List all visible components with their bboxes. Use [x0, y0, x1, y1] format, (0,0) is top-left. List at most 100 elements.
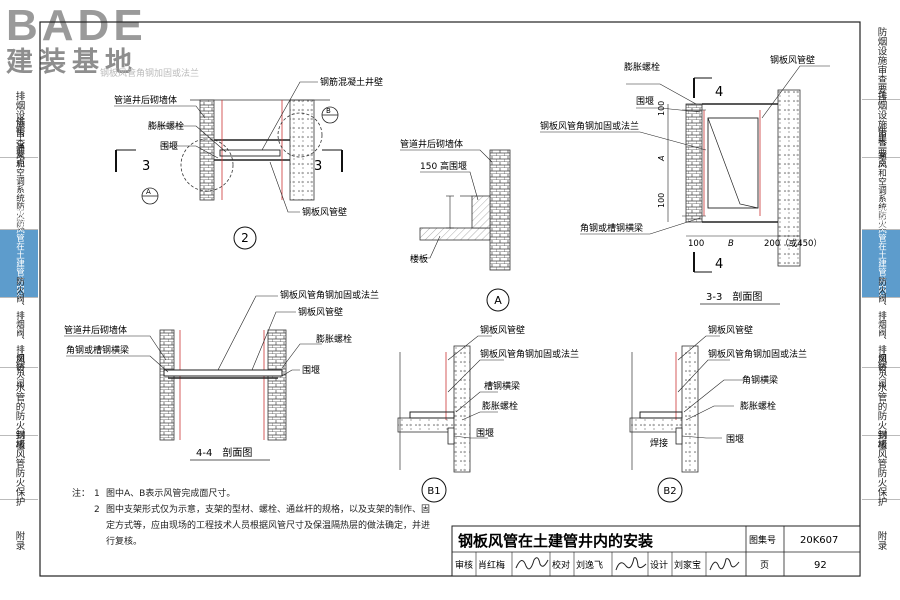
left-tab-label: 钢板风管在土建管井内的安装: [14, 208, 25, 319]
s33-dim-a: A: [657, 156, 666, 162]
plan-label-curb: 围堰: [160, 141, 178, 152]
b2-slab: [629, 417, 683, 433]
right-tab-label: 防烟设施审查要点: [875, 26, 887, 103]
left-tab-4[interactable]: 防火阀、排烟阀、排烟防火阀: [0, 277, 38, 388]
notes-block: 注： 1 图中A、B表示风管完成面尺寸。 2 图中支架形式仅为示意，支架的型材、…: [72, 486, 432, 550]
left-tab-label: 附录: [13, 530, 25, 550]
b1-slab: [397, 417, 455, 433]
detail-a-label-masonry-wall: 管道井后砌墙体: [400, 138, 463, 150]
b2-wall: [681, 345, 699, 473]
drawing-frame: [39, 21, 861, 577]
detail-a-curb: [471, 195, 491, 229]
right-tab-5[interactable]: 风管、水管的防火封堵: [862, 354, 900, 449]
b2-label-angle-flange: 钢板风管角钢加固或法兰: [708, 348, 807, 360]
fig-detail-b2: 钢板风管壁 钢板风管角钢加固或法兰 角钢横梁 膨胀螺栓 焊接 围堰 B2: [629, 324, 807, 503]
note-1-text: 图中A、B表示风管完成面尺寸。: [106, 489, 236, 499]
detail-a-callout: [180, 138, 234, 192]
left-tab-7[interactable]: 附录: [0, 500, 38, 580]
right-tab-label: 排烟设施审查要点: [875, 90, 887, 167]
s33-title: 3-3 剖面图: [706, 290, 762, 303]
detail-a-label-curb-150: 150 高围堰: [420, 160, 467, 172]
fig-b1-label: B1: [427, 486, 440, 497]
section-3-left: 3: [142, 159, 150, 174]
s33-label-duct-wall: 钢板风管壁: [770, 54, 815, 66]
s44-label-duct-wall: 钢板风管壁: [298, 306, 343, 318]
right-sidebar: 防烟设施审查要点 排烟设施审查要点 供暖、通风和空调系统防火审查要点 钢板风管在…: [862, 0, 900, 600]
notes-label: 注：: [72, 489, 91, 499]
s33-dim-bottom: 100: [657, 193, 666, 208]
b1-label-curb: 围堰: [476, 428, 494, 439]
b1-label-duct-wall: 钢板风管壁: [480, 324, 525, 336]
b1-label-angle-flange: 钢板风管角钢加固或法兰: [480, 348, 579, 360]
fig-a-letter: A: [494, 294, 502, 307]
design-label: 设计: [650, 559, 668, 571]
fig-2-number: 2: [241, 231, 249, 245]
designer-name: 刘家宝: [674, 559, 701, 571]
fig-a-circle: [486, 288, 510, 312]
s44-title: 4-4 剖面图: [196, 446, 252, 459]
check-label: 校对: [552, 559, 570, 571]
right-tab-label: 钢板风管防火保护: [875, 429, 887, 506]
page-number: 92: [814, 560, 827, 571]
s33-dim-b: B: [728, 239, 734, 249]
fig-b2-label: B2: [663, 486, 676, 497]
right-tab-label: 风管、水管的防火封堵: [875, 354, 887, 449]
b1-label-bolt: 膨胀螺栓: [482, 400, 518, 412]
right-tab-4[interactable]: 防火阀、排烟阀、排烟防火阀: [862, 277, 900, 388]
detail-a-slab: [419, 227, 491, 241]
b2-curb: [675, 427, 683, 445]
s33-left-brick-wall: [685, 103, 703, 223]
detail-a-label-slab: 楼板: [410, 253, 428, 265]
b1-channel: [409, 411, 455, 419]
title-block: 钢板风管在土建管井内的安装 图集号 20K607 审核 肖红梅 校对 刘逸飞 设…: [451, 525, 861, 577]
review-label: 审核: [455, 559, 473, 571]
atlas-number: 20K607: [800, 535, 838, 546]
s33-label-beam: 角钢或槽钢横梁: [580, 222, 643, 234]
left-tab-5[interactable]: 风管、水管的防火封堵: [0, 354, 38, 449]
logo-brand: BADE: [6, 1, 147, 50]
plan-concrete-wall: [289, 99, 315, 201]
s33-label-angle-flange: 钢板风管角钢加固或法兰: [540, 120, 639, 132]
left-tab-label: 排烟设施审查要点: [13, 90, 25, 167]
reviewer-signature: [515, 557, 549, 570]
s44-label-beam: 角钢或槽钢横梁: [66, 344, 129, 356]
b2-label-duct-wall: 钢板风管壁: [708, 324, 753, 336]
logo-subtitle: 建装基地: [6, 47, 138, 78]
left-tab-label: 防火阀、排烟阀、排烟防火阀: [14, 277, 25, 388]
detail-b-callout: [277, 112, 323, 158]
fig-2-circle: [233, 226, 257, 250]
detail-b-letter: B: [326, 107, 331, 115]
right-tab-1[interactable]: 排烟设施审查要点: [862, 91, 900, 167]
b2-label-weld: 焊接: [650, 437, 668, 449]
right-tab-2[interactable]: 供暖、通风和空调系统防火审查要点: [862, 126, 900, 262]
s44-label-bolt: 膨胀螺栓: [316, 333, 352, 345]
left-tab-2[interactable]: 供暖、通风和空调系统防火防烟审查要点: [0, 117, 38, 270]
right-tab-7[interactable]: 附录: [862, 500, 900, 580]
right-tab-label: 附录: [875, 530, 887, 550]
s44-beam: [163, 369, 283, 377]
plan-left-brick-wall: [199, 99, 215, 201]
fig-detail-b1: 钢板风管壁 钢板风管角钢加固或法兰 槽钢横梁 膨胀螺栓 围堰 B1: [397, 324, 579, 503]
title-block-title: 钢板风管在土建管井内的安装: [458, 532, 654, 550]
s33-concrete-wall: [777, 89, 801, 267]
s33-section-4-top: 4: [715, 85, 723, 100]
fig-b1-circle: [421, 477, 447, 503]
left-tab-1[interactable]: 排烟设施审查要点: [0, 91, 38, 167]
note-2-number: 2: [94, 505, 100, 515]
detail-a-letter: A: [146, 188, 151, 196]
plan-label-bolt: 膨胀螺栓: [148, 120, 184, 132]
right-tab-label: 防火阀、排烟阀、排烟防火阀: [876, 277, 887, 388]
b1-label-channel: 槽钢横梁: [484, 380, 520, 392]
right-tab-6[interactable]: 钢板风管防火保护: [862, 430, 900, 506]
b2-label-bolt: 膨胀螺栓: [740, 400, 776, 412]
plan-label-masonry-wall: 管道井后砌墙体: [114, 94, 177, 106]
section-3-right: 3: [314, 159, 322, 174]
right-tab-0[interactable]: 防烟设施审查要点: [862, 26, 900, 103]
right-tab-3[interactable]: 钢板风管在土建管井内的安装: [862, 208, 900, 319]
left-tab-6[interactable]: 钢板风管防火保护: [0, 430, 38, 506]
left-tab-label: 风管、水管的防火封堵: [13, 354, 25, 449]
left-tab-3[interactable]: 钢板风管在土建管井内的安装: [0, 208, 38, 319]
left-tab-label: 钢板风管防火保护: [13, 429, 25, 506]
fig-section-3-3: 100 A 100 100 B 200（或450） 4 4 膨胀螺栓 围堰 钢板…: [540, 54, 830, 305]
b1-curb: [447, 427, 455, 445]
